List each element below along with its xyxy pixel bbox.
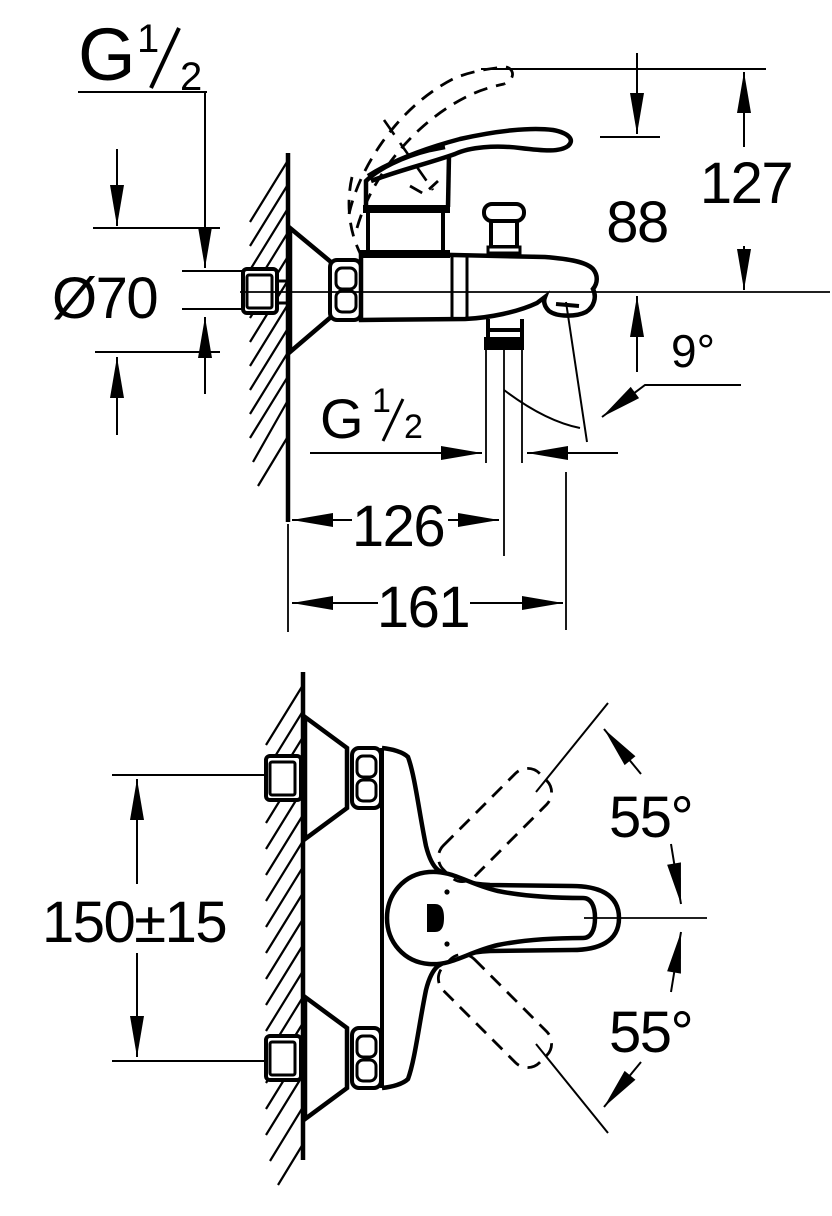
diverter-foot (486, 245, 522, 255)
body-outline (358, 250, 599, 323)
dimension-swing-lower: 55° (603, 931, 694, 1108)
shower-outlet-stub (486, 319, 524, 337)
lever-rotated-upper-dashed (437, 767, 553, 883)
handle-lever (366, 126, 574, 184)
swing-upper-label: 55° (609, 785, 692, 850)
lever-rotated-lower-dashed (437, 953, 553, 1069)
hex-nut (328, 258, 363, 322)
outlet-thread-g: G (320, 387, 364, 450)
lever-screw-dot-bottom (444, 941, 450, 947)
raised-lever-inner-edge (382, 119, 435, 191)
upper-hex-facet-a (355, 754, 378, 779)
escutcheon-cone (287, 223, 334, 357)
raised-lever-notch (409, 179, 439, 196)
body-joint-lines (450, 257, 469, 319)
outlet-edge-extensions (485, 350, 523, 463)
hex-facet-top (334, 266, 358, 291)
raised-lever-lower-edge (355, 82, 505, 229)
connection-spacing-label: 150±15 (42, 890, 226, 955)
escutcheon-diameter-label: Ø70 (52, 266, 157, 331)
dimension-wall-thread: G 1 2 (78, 13, 212, 394)
nut-shank-lines (277, 279, 289, 305)
dimension-lever-height: 88 (600, 53, 669, 372)
lever-height-label: 88 (606, 190, 668, 255)
upper-square-nut (264, 754, 303, 802)
hex-facet-bottom (334, 289, 358, 314)
dimension-outlet-thread: G 1 2 (310, 382, 618, 460)
wall-thread-denominator: 2 (180, 55, 202, 99)
dimension-connection-spacing: 150±15 (42, 774, 264, 1062)
spout-angle-arc (503, 389, 581, 429)
hatch-lines (249, 161, 288, 487)
dia70-extension-lines (93, 227, 243, 353)
swing-lower-arrow-axis (603, 1061, 642, 1108)
diverter-cap (482, 202, 526, 223)
swing-lower-arrow-center (667, 931, 682, 993)
handle-neck (445, 154, 452, 208)
lever-marker-slot (427, 904, 444, 932)
upper-dashed-lever (437, 767, 553, 883)
wall-thread-slash (149, 27, 181, 89)
raised-lever-tip-cap (503, 65, 514, 86)
dimension-escutcheon-diameter: Ø70 (52, 149, 243, 435)
diverter-knob (482, 202, 526, 255)
upper-escutcheon-cone (302, 712, 350, 844)
upper-square-nut-face (268, 760, 297, 797)
handle-skirt-sides (366, 213, 445, 250)
lower-union (264, 992, 383, 1124)
swing-lower-label: 55° (609, 1000, 692, 1065)
faucet-body (358, 250, 599, 350)
swing-upper-arrow-center (667, 843, 682, 905)
lower-hex-facet-b (355, 1058, 378, 1083)
outlet-thread-slash (381, 398, 405, 442)
outlet-thread-numerator: 1 (372, 382, 391, 420)
lower-square-nut-face (268, 1040, 297, 1077)
lever-handle (359, 126, 574, 258)
side-view: G 1 2 Ø70 88 127 (52, 13, 830, 640)
plan-faucet-body (380, 745, 622, 1091)
dimension-spout-angle: 9° (601, 325, 741, 418)
lower-swing-axis (535, 1043, 609, 1134)
spout-angle-leader (601, 384, 741, 418)
raised-height-label: 127 (700, 151, 792, 216)
shower-outlet-band (484, 337, 524, 350)
dimension-lever-raised-height: 127 (481, 68, 794, 290)
wall-thread-g: G (78, 13, 136, 96)
square-nut (241, 267, 279, 315)
spacing-extension-lines (112, 774, 264, 1062)
lower-square-nut (264, 1034, 303, 1082)
swing-upper-arrow-axis (603, 728, 642, 775)
dimension-swing-upper: 55° (603, 728, 694, 905)
plan-wall-hatching (265, 672, 306, 1186)
lever-screw-dot-top (444, 889, 450, 895)
lower-dashed-lever (437, 953, 553, 1069)
dimension-wall-to-spout: 161 (292, 472, 567, 640)
diverter-stem (489, 219, 519, 249)
aerator-slit (555, 302, 580, 308)
upper-swing-axis (535, 702, 609, 793)
dimension-wall-to-outlet: 126 (287, 494, 499, 632)
outlet-thread-denominator: 2 (404, 408, 423, 446)
raised-lever-skirt (347, 176, 363, 256)
wall-thread-numerator: 1 (137, 17, 159, 61)
upper-union (264, 712, 383, 844)
wall-to-spout-label: 161 (377, 575, 469, 640)
wall-to-outlet-label: 126 (352, 494, 444, 559)
spout-angle-construction (485, 301, 588, 556)
upper-hex-facet-b (355, 778, 378, 803)
lower-escutcheon-cone (302, 992, 350, 1124)
lower-hex-facet-a (355, 1034, 378, 1059)
spout-tilt-line (565, 301, 588, 443)
wall-hatching (249, 153, 291, 522)
plan-view: 150±15 55° 55° (42, 672, 707, 1186)
spout-angle-label: 9° (671, 325, 715, 377)
